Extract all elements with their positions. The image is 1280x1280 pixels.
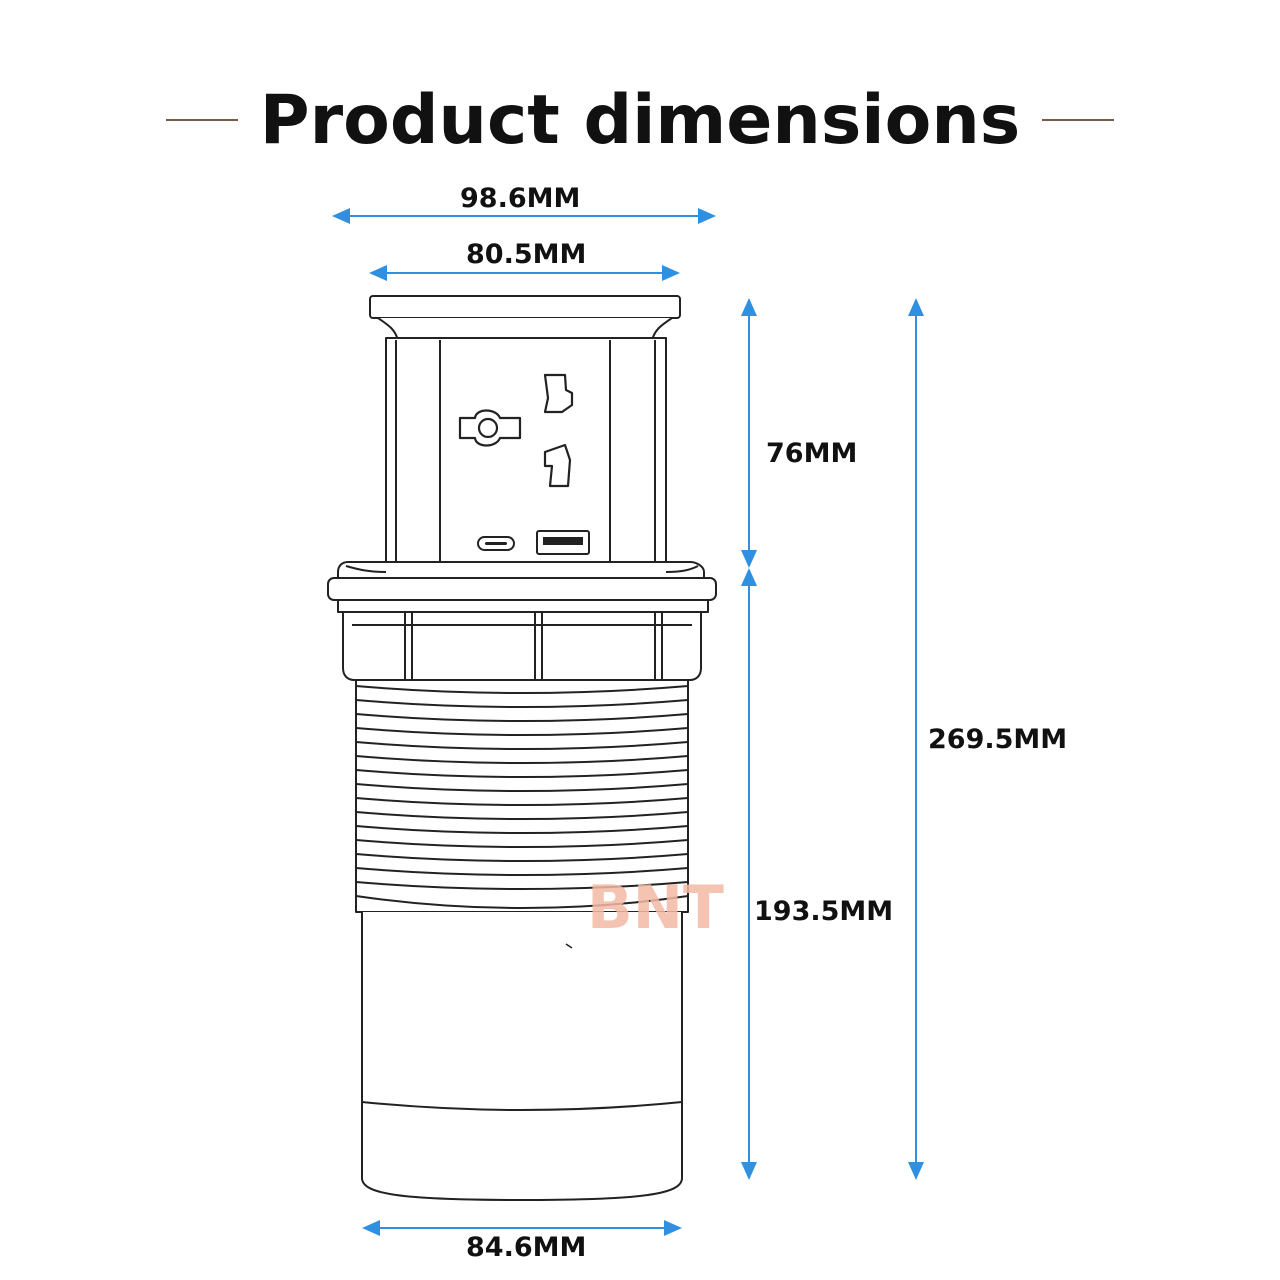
title-bar: Product dimensions bbox=[0, 70, 1280, 170]
usb-a-port-icon bbox=[536, 530, 590, 555]
title-rule-left bbox=[165, 119, 238, 121]
mounting-ring bbox=[327, 561, 717, 613]
label-top-flange-width: 98.6MM bbox=[460, 183, 581, 214]
label-body-width: 84.6MM bbox=[466, 1232, 587, 1263]
threaded-body bbox=[355, 679, 689, 913]
title-rule-right bbox=[1042, 119, 1115, 121]
brand-watermark: BNT bbox=[587, 873, 724, 943]
page-title: Product dimensions bbox=[259, 80, 1021, 160]
usb-c-port-icon bbox=[477, 536, 515, 551]
lower-cylinder bbox=[361, 912, 683, 1201]
universal-socket-icon bbox=[458, 373, 574, 488]
label-body-height: 193.5MM bbox=[754, 896, 894, 927]
label-head-width: 80.5MM bbox=[466, 239, 587, 270]
label-head-height: 76MM bbox=[766, 438, 858, 469]
label-total-height: 269.5MM bbox=[928, 724, 1068, 755]
locking-nut bbox=[342, 611, 702, 681]
socket-head bbox=[385, 337, 667, 579]
top-lid bbox=[369, 295, 681, 341]
